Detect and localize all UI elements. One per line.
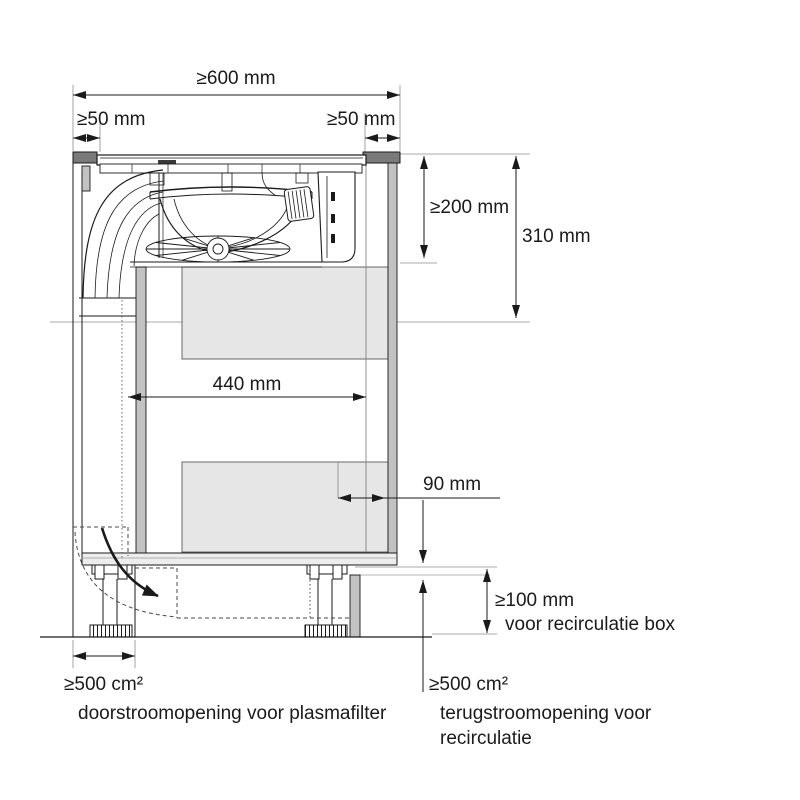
keepout-zone-lower	[181, 461, 389, 553]
recirculation-box-panel	[349, 574, 361, 638]
exhaust-duct	[79, 169, 164, 560]
keepout-zone-upper	[181, 266, 389, 360]
label-offset-90: 90 mm	[423, 474, 481, 495]
cabinet-inner-wall	[135, 266, 147, 554]
cabinet-bottom-panel	[81, 552, 398, 566]
foot-left-pad	[89, 624, 133, 638]
recirculation-box-outline	[73, 526, 352, 619]
left-support-block	[81, 165, 91, 192]
label-width-440: 440 mm	[213, 374, 282, 395]
electronics-panel	[317, 171, 356, 263]
foot-right-pad	[304, 624, 348, 638]
caption-rear-opening-1: terugstroomopening voor	[440, 703, 652, 724]
cooktop	[96, 154, 367, 166]
label-plinth-note: voor recirculatie box	[505, 614, 676, 635]
label-clearance-200: ≥200 mm	[430, 197, 509, 218]
label-left-overhang: ≥50 mm	[77, 109, 146, 130]
impeller	[145, 235, 291, 263]
fan-unit	[99, 163, 363, 268]
caption-front-opening: doorstroomopening voor plasmafilter	[78, 703, 387, 724]
label-rear-opening-area: ≥500 cm²	[429, 674, 508, 695]
foot-left	[89, 564, 133, 638]
caption-rear-opening-2: recirculatie	[440, 728, 532, 749]
dimension-lines	[73, 91, 520, 692]
cabinet-structure	[72, 152, 398, 637]
cabinet-right-wall	[387, 162, 398, 566]
airflow-arrow	[100, 527, 159, 598]
label-plinth-100: ≥100 mm	[495, 590, 574, 611]
foot-right	[304, 564, 348, 638]
label-right-overhang: ≥50 mm	[327, 109, 396, 130]
fan-motor	[283, 186, 315, 222]
label-height-310: 310 mm	[522, 226, 591, 247]
cooktop-control-tab	[158, 160, 176, 164]
label-worktop-depth: ≥600 mm	[196, 68, 275, 89]
label-front-opening-area: ≥500 cm²	[64, 674, 143, 695]
